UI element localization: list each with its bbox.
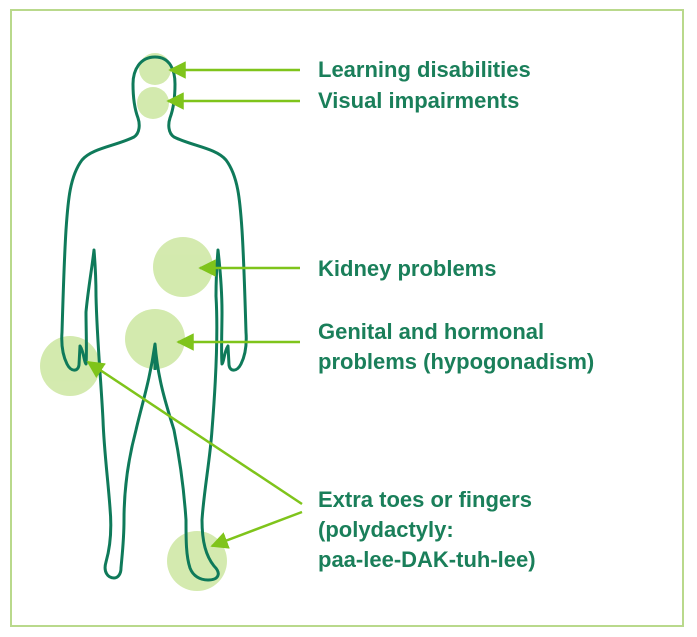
head-mid-highlight <box>137 87 169 119</box>
highlight-circles <box>40 53 227 591</box>
label-line: paa-lee-DAK-tuh-lee) <box>318 545 536 575</box>
label-learning-disabilities: Learning disabilities <box>318 55 531 85</box>
label-kidney-problems: Kidney problems <box>318 254 496 284</box>
label-line: problems (hypogonadism) <box>318 347 594 377</box>
label-line: Extra toes or fingers <box>318 485 536 515</box>
label-line: Genital and hormonal <box>318 317 594 347</box>
arrow-icon <box>212 512 302 546</box>
foot-highlight <box>167 531 227 591</box>
label-text: Kidney problems <box>318 256 496 281</box>
arrow-icon <box>88 362 302 504</box>
label-genital-hormonal-problems: Genital and hormonal problems (hypogonad… <box>318 317 594 377</box>
label-polydactyly: Extra toes or fingers (polydactyly: paa-… <box>318 485 536 575</box>
label-text: Learning disabilities <box>318 57 531 82</box>
label-line: (polydactyly: <box>318 515 536 545</box>
label-visual-impairments: Visual impairments <box>318 86 519 116</box>
label-text: Visual impairments <box>318 88 519 113</box>
hand-highlight <box>40 336 100 396</box>
